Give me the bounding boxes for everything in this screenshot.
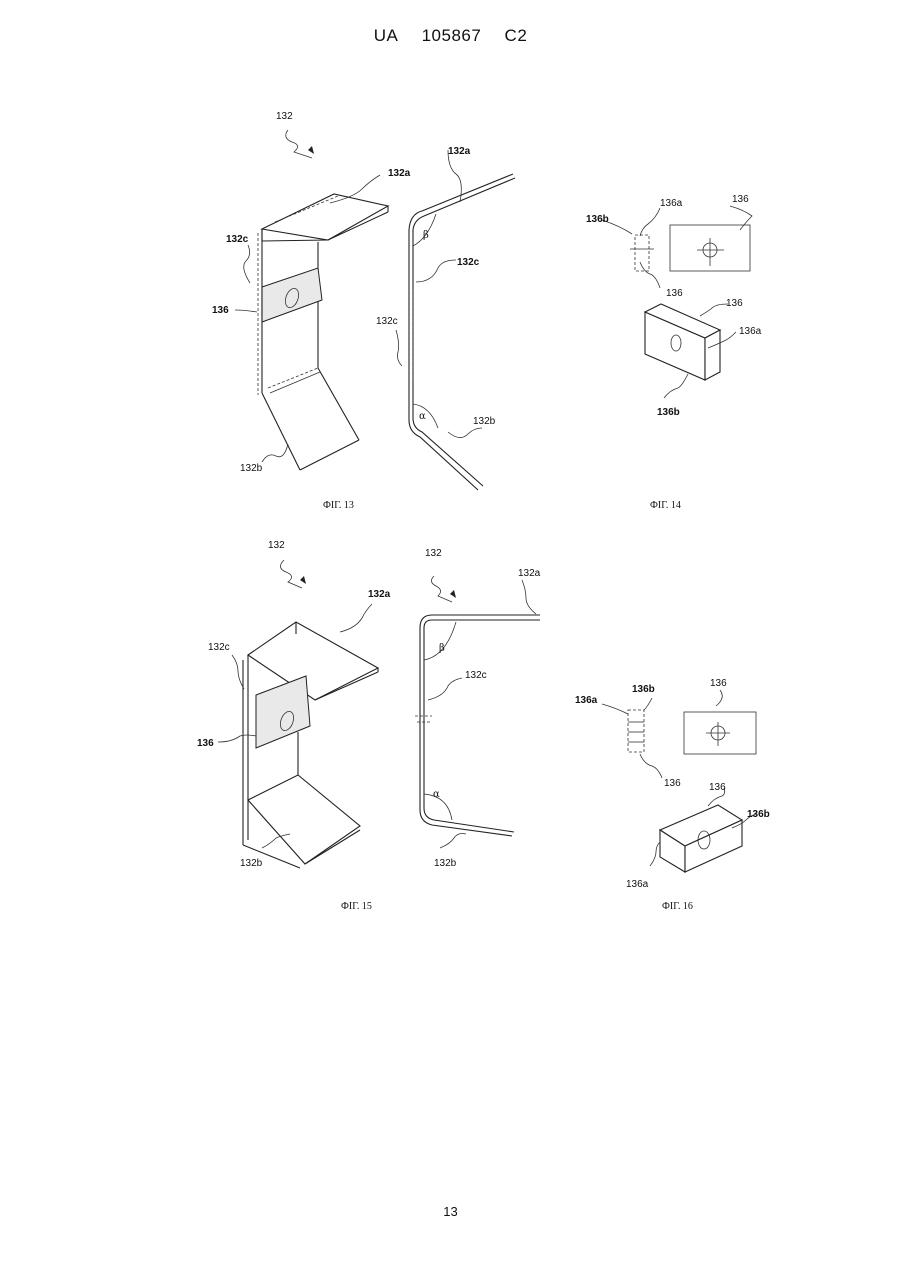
fig15-label-beta: β [439,643,445,654]
fig16-caption: ФІГ. 16 [662,901,693,912]
fig14-label-136b-top: 136b [586,214,609,225]
figure-13: 132 132a 132c 136 132b 132a β 132c [212,111,515,511]
fig13-label-132a-left: 132a [388,168,411,179]
fig13-label-132c-right-bold: 132c [457,257,480,268]
fig16-label-136-mid: 136 [664,778,681,789]
fig13-bracket-profile [396,150,515,490]
fig15-label-132b-left: 132b [240,858,263,869]
fig14-label-136b-iso: 136b [657,407,680,418]
fig15-label-136: 136 [197,738,214,749]
fig15-label-alpha: α [433,789,440,800]
fig14-label-136a-iso: 136a [739,326,762,337]
fig13-caption: ФІГ. 13 [323,500,354,511]
fig14-label-136-iso: 136 [726,298,743,309]
fig15-label-132b-right: 132b [434,858,457,869]
fig13-label-132: 132 [276,111,293,122]
fig15-label-132a-right: 132a [518,568,541,579]
fig13-label-132a-right: 132a [448,146,471,157]
fig15-label-132-right: 132 [425,548,442,559]
fig13-label-beta: β [423,230,429,241]
fig13-label-132b-left: 132b [240,463,263,474]
fig13-label-132b-right: 132b [473,416,496,427]
fig13-label-alpha: α [419,411,426,422]
fig13-label-132c-left: 132c [226,234,249,245]
fig13-label-132c-right: 132c [376,316,398,327]
page-number: 13 [0,1204,901,1219]
fig14-label-136-mid: 136 [666,288,683,299]
fig14-label-136-topright: 136 [732,194,749,205]
fig13-label-136: 136 [212,305,229,316]
fig14-label-136a-top: 136a [660,198,683,209]
fig15-label-132c-right: 132c [465,670,487,681]
fig13-bracket-isometric [235,130,388,470]
fig15-label-132a-left: 132a [368,589,391,600]
fig16-label-136-iso: 136 [709,782,726,793]
figure-15: 132 132a 132c 136 132b 132 132a [197,540,541,912]
fig15-bracket-profile [415,576,540,848]
fig16-label-136a-iso: 136a [626,879,649,890]
fig14-caption: ФІГ. 14 [650,500,681,511]
fig16-label-136a-top: 136a [575,695,598,706]
fig15-bracket-isometric [218,560,378,868]
fig16-label-136b-top: 136b [632,684,655,695]
fig16-label-136b-iso: 136b [747,809,770,820]
fig15-label-132c-left: 132c [208,642,230,653]
fig16-label-136-top: 136 [710,678,727,689]
fig15-caption: ФІГ. 15 [341,901,372,912]
fig15-label-132-left: 132 [268,540,285,551]
